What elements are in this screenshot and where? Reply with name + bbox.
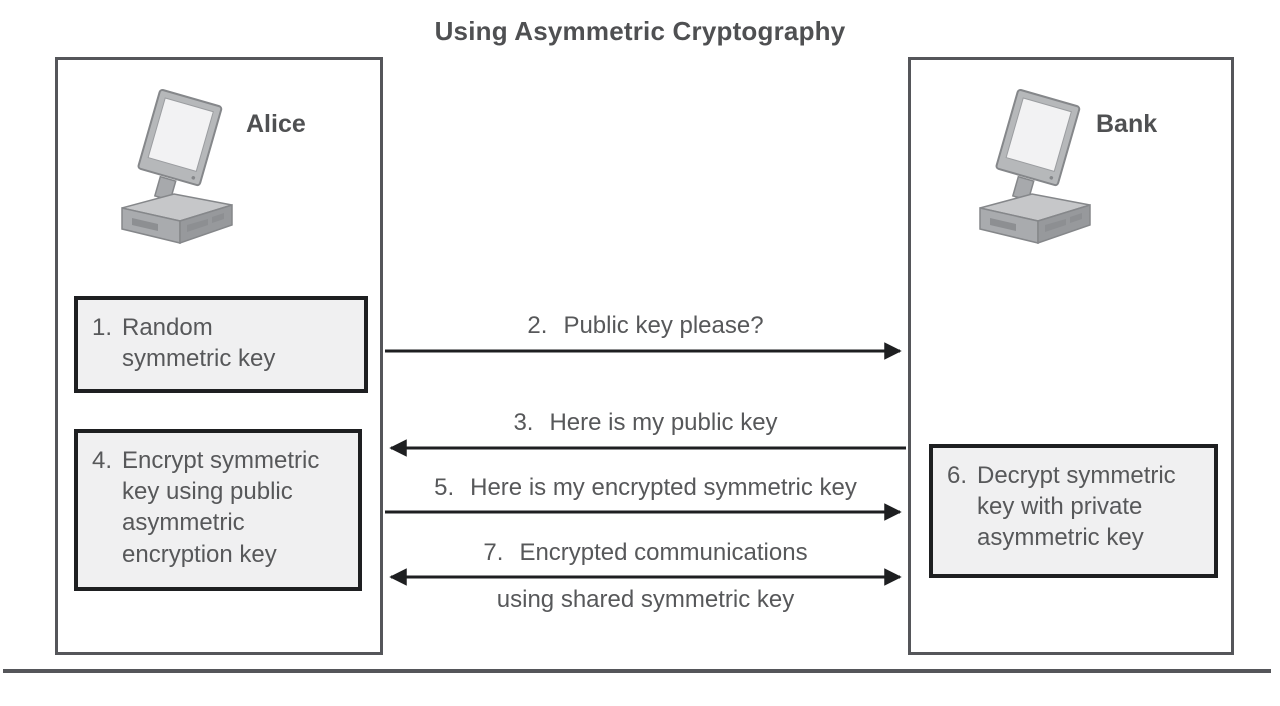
message-7-label-line2: using shared symmetric key [383,586,908,614]
message-text: Here is my public key [549,409,778,436]
step-number: 1. [92,314,113,341]
step-box-6-decrypt-symmetric-key: 6. Decrypt symmetric key with private as… [929,444,1218,578]
step-number: 4. [92,447,113,474]
step-box-1-random-symmetric-key: 1. Random symmetric key [74,296,368,393]
message-text: Public key please? [563,312,764,339]
message-2-label: 2. Public key please? [383,312,908,340]
step-text: Decrypt symmetric key with private asymm… [977,462,1176,552]
step-text: Encrypt symmetric key using public asymm… [122,447,320,568]
step-box-4-encrypt-symmetric-key: 4. Encrypt symmetric key using public as… [74,429,362,591]
message-number: 3. [513,409,534,436]
message-text: Here is my encrypted symmetric key [470,474,857,501]
message-3-label: 3. Here is my public key [383,409,908,437]
message-7-label-line1: 7. Encrypted communications [383,539,908,567]
bank-label: Bank [1096,110,1158,138]
message-number: 5. [434,474,455,501]
alice-computer-icon [110,84,245,259]
message-text: Encrypted communications [519,539,808,566]
message-number: 2. [527,312,548,339]
step-text: Random symmetric key [122,314,276,373]
message-number: 7. [483,539,504,566]
diagram-title: Using Asymmetric Cryptography [434,16,846,46]
step-number: 6. [947,462,968,489]
alice-label: Alice [246,110,306,138]
bottom-divider [3,669,1271,673]
message-text-continued: using shared symmetric key [496,586,795,613]
message-5-label: 5. Here is my encrypted symmetric key [383,474,908,502]
bank-computer-icon [968,84,1103,259]
